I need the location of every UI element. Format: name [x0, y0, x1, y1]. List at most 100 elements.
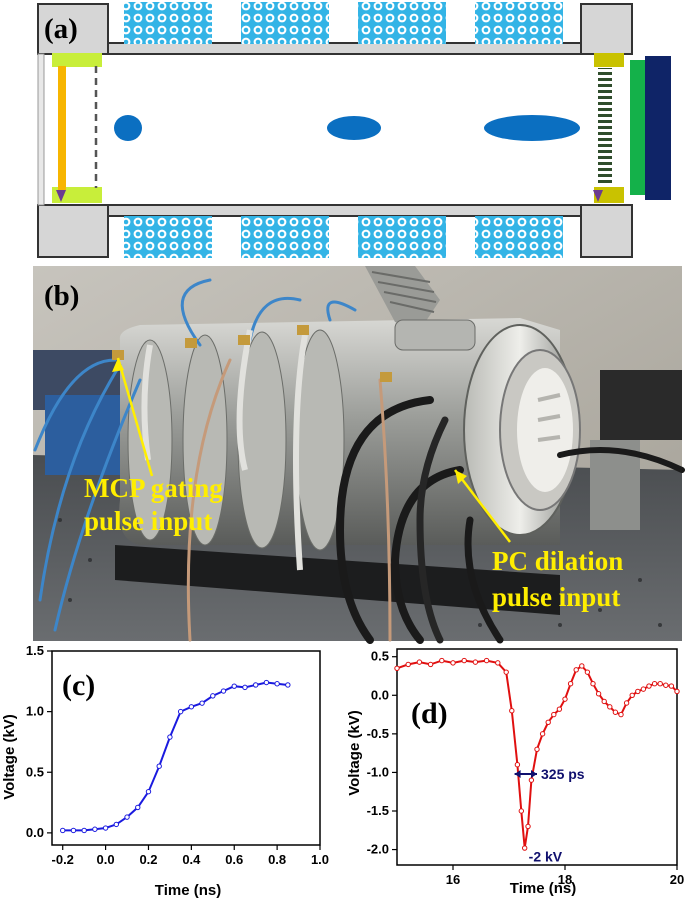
right-end-block-bottom [580, 204, 633, 258]
chart-c-data-point [124, 814, 130, 820]
chart-d-ytick-label: 0.5 [371, 649, 389, 664]
arrow-pc-input [454, 469, 511, 543]
chart-c-xtick-label: 0.0 [97, 852, 115, 867]
chart-d-data-point [450, 660, 456, 666]
chart-d-data-point [657, 681, 663, 687]
photocathode [58, 66, 66, 190]
chart-d-data-point [556, 706, 563, 712]
chart-c-xlabel: Time (ns) [155, 882, 221, 899]
tube-bottom-wall [107, 204, 582, 217]
chart-d-data-point [534, 746, 540, 752]
chart-d-data-point [551, 711, 557, 718]
panel-a-label: (a) [44, 13, 78, 45]
chart-d-data-point [668, 683, 675, 689]
chart-d-data-point [629, 692, 635, 698]
chart-c-data-point [231, 683, 237, 689]
chart-c-data-point [188, 704, 195, 710]
chart-c-data-point [274, 681, 280, 687]
chart-d-data-point [525, 823, 531, 830]
chart-c-data-point [263, 679, 270, 686]
mcp-gating-label-line2: pulse input [84, 506, 212, 536]
width-arrow-head-right [531, 769, 537, 778]
cathode-holder-top [52, 53, 102, 67]
chart-d-data-point [521, 845, 528, 851]
chart-d-data-point [509, 708, 515, 714]
chart-d-data-point [514, 762, 521, 768]
chart-d-plot-frame [396, 648, 678, 866]
chart-c-data-point [242, 684, 248, 691]
chart-c-ylabel: Voltage (kV) [1, 714, 18, 800]
chart-d-data-point [472, 659, 479, 665]
pc-dilation-label-line2: pulse input [492, 582, 620, 612]
left-end-block-bottom [37, 204, 109, 258]
photo-frame [33, 266, 685, 644]
chart-c-ytick-label: 1.5 [26, 645, 44, 658]
chart-c-data-point [220, 688, 227, 694]
chart-d-data-point [545, 719, 551, 725]
chart-c-xtick-label: 1.0 [311, 852, 329, 867]
chart-d-data-point [663, 682, 669, 688]
chart-d-ytick-label: 0.0 [371, 687, 389, 702]
chart-c-data-point [167, 734, 173, 740]
chart-d-data-point [601, 698, 607, 705]
chart-c-data-point [145, 788, 152, 795]
chart-d-data-point [483, 657, 490, 664]
width-arrow-head-left [514, 769, 521, 778]
chart-d-xlabel: Time (ns) [510, 880, 576, 897]
chart-d-data-point [427, 661, 434, 668]
right-end-block-top [580, 3, 633, 55]
mcp-holder-top [594, 53, 624, 67]
magnetic-coils-bottom [124, 216, 563, 258]
chart-d-data-point [503, 669, 509, 675]
mcp-contact-marker [593, 190, 603, 202]
chart-d-data-point [539, 731, 546, 737]
ccd-detector [645, 56, 671, 200]
chart-d-ytick-label: -2.0 [367, 842, 389, 857]
panel-d-label: (d) [411, 697, 448, 730]
chart-c-xtick-label: 0.4 [182, 852, 201, 867]
chart-c-ytick-label: 1.0 [26, 704, 44, 719]
chart-d-data-point [623, 700, 630, 706]
chart-d-data-point [439, 657, 445, 664]
chart-d-data-point [635, 688, 641, 695]
panel-b-label: (b) [44, 280, 79, 312]
pc-dilation-label-line1: PC dilation [492, 546, 623, 576]
chart-c-xtick-label: -0.2 [52, 852, 74, 867]
chart-c-data-point [102, 825, 109, 831]
chart-d-data-point [674, 688, 680, 695]
chart-d-data-point [612, 709, 619, 715]
chart-c-data-point [60, 827, 66, 834]
chart-c-data-point [135, 804, 141, 811]
chart-d-data-point [416, 659, 423, 665]
chart-c-xtick-label: 0.2 [139, 852, 157, 867]
chart-c-data-point [199, 700, 205, 706]
chart-c-ytick-label: 0.0 [26, 825, 44, 840]
chart-c-data-point [285, 682, 291, 688]
chart-c-data-point [156, 763, 162, 769]
chart-c-data-point [81, 827, 87, 834]
chart-d-data-point [405, 661, 411, 668]
chart-c-xtick-label: 0.6 [225, 852, 243, 867]
chart-d-ytick-label: -0.5 [367, 726, 389, 741]
width-annotation-label: 325 ps [541, 766, 585, 782]
chart-d-data-point [461, 657, 467, 664]
magnetic-coils-top [124, 2, 563, 44]
chart-d-data-point [579, 663, 585, 669]
chart-d-xtick-label: 18 [558, 872, 572, 887]
chart-d-xtick-label: 16 [446, 872, 460, 887]
chart-d-data-point [607, 704, 613, 710]
chart-d-data-point [562, 696, 568, 702]
chart-c-plot-frame [51, 650, 321, 846]
chart-d-data-point [528, 777, 535, 783]
chart-c-ytick-label: 0.5 [26, 764, 44, 779]
chart-d-data-point [618, 711, 624, 718]
chart-d-data-point [518, 808, 525, 814]
chart-c-series-line [62, 681, 288, 832]
cathode-contact-marker [56, 190, 66, 202]
input-window [37, 53, 45, 206]
panel-a-schematic: (a) [37, 2, 671, 258]
chart-d-data-point [584, 669, 591, 675]
electron-bunch-2 [327, 116, 381, 140]
